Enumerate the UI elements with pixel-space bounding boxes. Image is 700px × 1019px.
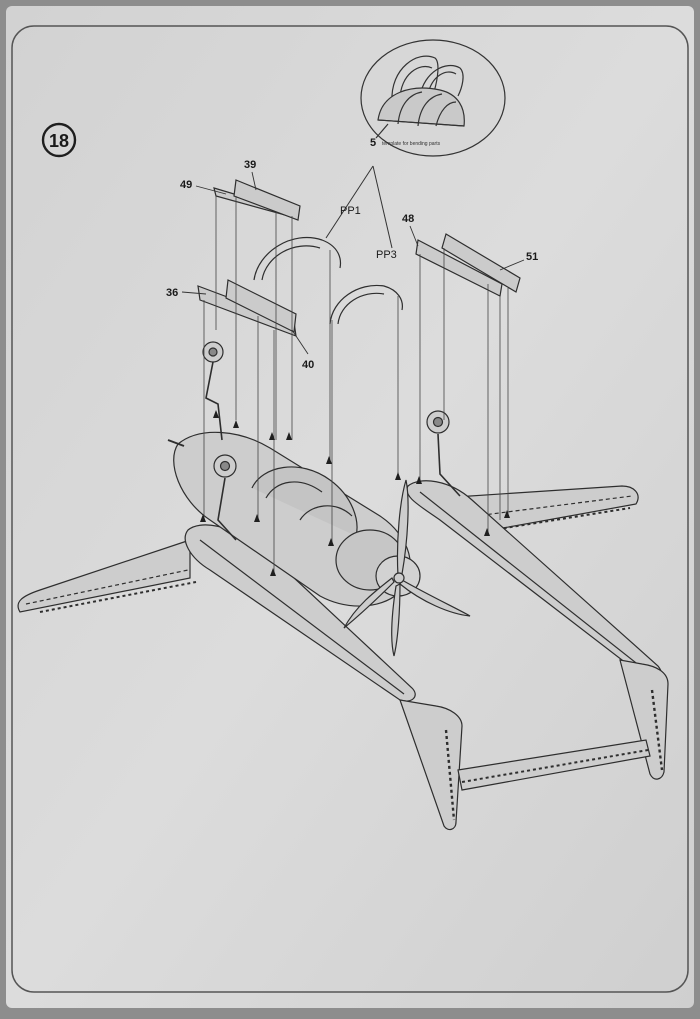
guide-arrows	[200, 410, 510, 576]
inset-pointers	[325, 165, 393, 249]
callout-leaders	[181, 171, 525, 355]
part-39	[233, 179, 301, 221]
callout-36: 36	[166, 287, 178, 299]
part-51	[441, 233, 521, 293]
tailplane	[457, 739, 651, 791]
upper-parts	[197, 179, 521, 337]
frame-pp3	[329, 284, 403, 325]
callout-pp3: PP3	[376, 249, 397, 261]
assembly-guides	[203, 196, 509, 574]
callout-48: 48	[402, 213, 414, 225]
part-40	[225, 279, 297, 333]
right-main-wheel	[426, 410, 461, 497]
left-wing	[17, 539, 191, 613]
detail-note: template for bending parts	[382, 141, 441, 147]
callout-51: 51	[526, 251, 538, 263]
callout-49: 49	[180, 179, 192, 191]
callout-5: 5	[370, 137, 376, 149]
page-border	[11, 25, 689, 993]
canopy-frames	[253, 236, 403, 325]
callout-40: 40	[302, 359, 314, 371]
callout-39: 39	[244, 159, 256, 171]
callout-pp1: PP1	[340, 205, 361, 217]
frame-pp1	[253, 236, 342, 281]
propeller	[343, 479, 471, 657]
nose-wheel	[202, 341, 224, 441]
left-main-wheel	[213, 454, 237, 541]
right-fin	[619, 659, 669, 780]
step-number: 18	[49, 131, 69, 151]
step-badge: 18	[41, 122, 77, 158]
canopy-detail-inset	[360, 39, 506, 157]
aircraft-assembly	[17, 341, 669, 831]
left-boom	[184, 524, 416, 702]
